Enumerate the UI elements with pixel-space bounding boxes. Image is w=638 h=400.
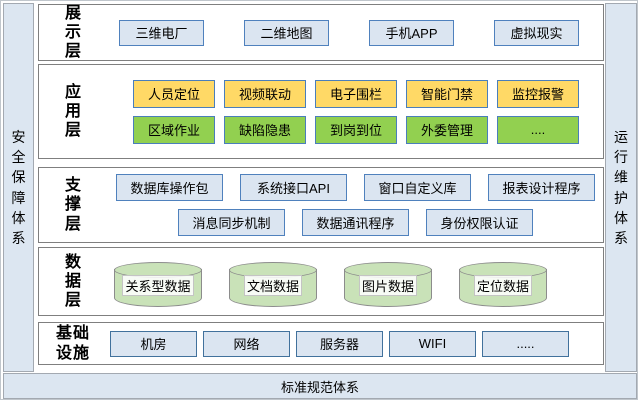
right-system-bar: 运行维护体系 bbox=[605, 3, 637, 372]
support-box-7: 身份权限认证 bbox=[426, 209, 533, 236]
data-cylinder-2: 文档数据 bbox=[229, 262, 317, 307]
infrastructure-boxes: 机房 网络 服务器 WIFI ..... bbox=[107, 330, 603, 357]
app-box-6: 区域作业 bbox=[133, 115, 215, 144]
support-box-1: 数据库操作包 bbox=[116, 174, 223, 201]
app-box-more: .... bbox=[497, 115, 579, 144]
application-yellow-row: 人员定位 视频联动 电子围栏 智能门禁 监控报警 bbox=[131, 79, 579, 108]
layer-row-support: 支撑层 数据库操作包 系统接口API 窗口自定义库 报表设计程序 消息同步机制 … bbox=[38, 167, 604, 243]
support-box-6: 数据通讯程序 bbox=[302, 209, 409, 236]
layer-row-application: 应用层 人员定位 视频联动 电子围栏 智能门禁 监控报警 区域作业 缺陷隐患 到… bbox=[38, 64, 604, 159]
data-cylinder-2-label: 文档数据 bbox=[243, 275, 302, 296]
application-boxes: 人员定位 视频联动 电子围栏 智能门禁 监控报警 区域作业 缺陷隐患 到岗到位 … bbox=[107, 79, 603, 144]
support-box-4: 报表设计程序 bbox=[488, 174, 595, 201]
data-cylinder-1-label: 关系型数据 bbox=[122, 275, 194, 296]
support-row-1: 数据库操作包 系统接口API 窗口自定义库 报表设计程序 bbox=[115, 174, 595, 201]
layer-label-data: 数据层 bbox=[64, 253, 81, 310]
layer-label-application: 应用层 bbox=[64, 83, 81, 140]
app-box-5: 监控报警 bbox=[497, 79, 579, 108]
bottom-standards-bar-label: 标准规范体系 bbox=[280, 379, 359, 395]
layer-row-data: 数据层 关系型数据 文档数据 图片数据 定位数据 bbox=[38, 247, 604, 316]
app-box-4: 智能门禁 bbox=[406, 79, 488, 108]
app-box-8: 到岗到位 bbox=[315, 115, 397, 144]
layer-label-support: 支撑层 bbox=[64, 177, 81, 233]
infra-box-2: 网络 bbox=[203, 330, 290, 357]
infra-box-1: 机房 bbox=[110, 330, 197, 357]
support-boxes: 数据库操作包 系统接口API 窗口自定义库 报表设计程序 消息同步机制 数据通讯… bbox=[107, 174, 603, 236]
application-green-row: 区域作业 缺陷隐患 到岗到位 外委管理 .... bbox=[131, 115, 579, 144]
bottom-standards-bar: 标准规范体系 bbox=[3, 373, 637, 399]
display-box-3: 手机APP bbox=[369, 19, 454, 46]
left-system-bar: 安全保障体系 bbox=[3, 3, 34, 372]
app-box-3: 电子围栏 bbox=[315, 79, 397, 108]
display-box-1: 三维电厂 bbox=[119, 19, 204, 46]
support-box-5: 消息同步机制 bbox=[178, 209, 285, 236]
display-box-2: 二维地图 bbox=[244, 19, 329, 46]
app-box-2: 视频联动 bbox=[224, 79, 306, 108]
display-boxes: 三维电厂 二维地图 手机APP 虚拟现实 bbox=[107, 19, 603, 46]
infra-box-3: 服务器 bbox=[296, 330, 383, 357]
support-box-3: 窗口自定义库 bbox=[364, 174, 471, 201]
support-row-2: 消息同步机制 数据通讯程序 身份权限认证 bbox=[177, 209, 533, 236]
left-system-bar-label: 安全保障体系 bbox=[11, 128, 26, 247]
layer-label-infrastructure: 基础设施 bbox=[55, 325, 90, 362]
data-cylinder-4: 定位数据 bbox=[459, 262, 547, 307]
layer-row-infrastructure: 基础设施 机房 网络 服务器 WIFI ..... bbox=[38, 322, 604, 365]
data-cylinder-3: 图片数据 bbox=[344, 262, 432, 307]
data-cylinder-1: 关系型数据 bbox=[114, 262, 202, 307]
infra-box-4: WIFI bbox=[389, 330, 476, 357]
layer-label-display: 展示层 bbox=[64, 4, 81, 61]
display-box-4: 虚拟现实 bbox=[494, 19, 579, 46]
data-cylinder-3-label: 图片数据 bbox=[358, 275, 417, 296]
app-box-1: 人员定位 bbox=[133, 79, 215, 108]
data-cylinders: 关系型数据 文档数据 图片数据 定位数据 bbox=[107, 256, 603, 307]
infra-box-more: ..... bbox=[482, 330, 569, 357]
data-cylinder-4-label: 定位数据 bbox=[473, 275, 532, 296]
layer-row-display: 展示层 三维电厂 二维地图 手机APP 虚拟现实 bbox=[38, 4, 604, 61]
right-system-bar-label: 运行维护体系 bbox=[614, 128, 628, 247]
support-box-2: 系统接口API bbox=[240, 174, 347, 201]
app-box-9: 外委管理 bbox=[406, 115, 488, 144]
app-box-7: 缺陷隐患 bbox=[224, 115, 306, 144]
